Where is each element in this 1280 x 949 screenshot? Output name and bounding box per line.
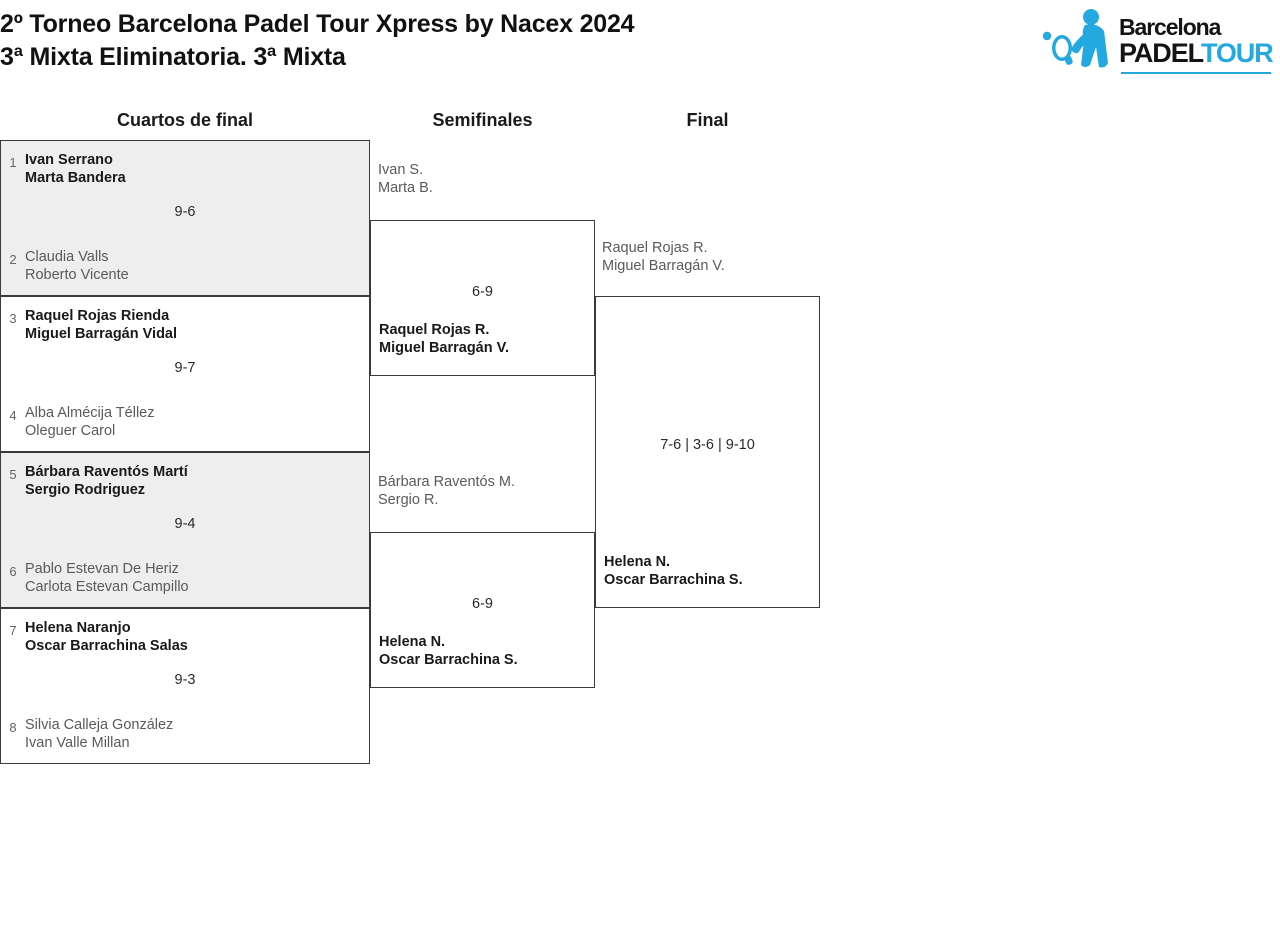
player-name: Ivan Serrano [25,152,113,168]
player-name: Claudia Valls [25,249,109,265]
player-name: Roberto Vicente [25,267,129,283]
player-name: Bárbara Raventós Martí [25,464,188,480]
match-quarterfinal-1[interactable]: 1 Ivan Serrano Marta Bandera 9-6 2 Claud… [0,140,370,296]
match-semifinal-2[interactable]: 6-9 Helena N. Oscar Barrachina S. [370,532,595,688]
team-row[interactable]: 3 Raquel Rojas Rienda Miguel Barragán Vi… [1,303,369,343]
match-score: 9-4 [174,516,196,532]
tournament-title-line-2: 3ª Mixta Eliminatoria. 3ª Mixta [0,43,346,71]
page-title: 2º Torneo Barcelona Padel Tour Xpress by… [0,8,900,74]
team-players: Helena N. Oscar Barrachina S. [371,629,594,669]
logo-padeltour-text: PADELTOUR [1119,38,1274,68]
match-score: 6-9 [472,596,493,612]
player-name: Silvia Calleja González [25,717,174,733]
player-name: Sergio R. [378,492,439,508]
team-players: Pablo Estevan De Heriz Carlota Estevan C… [25,556,369,596]
team-players: Claudia Valls Roberto Vicente [25,244,369,284]
player-name: Raquel Rojas R. [602,240,708,256]
player-name: Ivan Valle Millan [25,735,130,751]
semifinal-2-top-entrant: Bárbara Raventós M. Sergio R. [378,473,515,509]
final-top-entrant: Raquel Rojas R. Miguel Barragán V. [602,239,725,275]
seed-number: 1 [9,155,17,170]
player-name: Ivan S. [378,162,424,178]
match-score: 9-6 [174,204,196,220]
player-name: Helena N. [604,554,671,570]
seed-number: 4 [9,408,17,423]
player-name: Helena Naranjo [25,620,131,636]
player-name: Raquel Rojas Rienda [25,308,170,324]
team-row[interactable]: 2 Claudia Valls Roberto Vicente [1,244,369,284]
player-name: Sergio Rodriguez [25,482,146,498]
team-players: Raquel Rojas Rienda Miguel Barragán Vida… [25,303,369,343]
player-name: Oscar Barrachina S. [604,572,743,588]
team-row[interactable]: Helena N. Oscar Barrachina S. [371,629,594,669]
player-name: Carlota Estevan Campillo [25,579,189,595]
team-row[interactable]: 8 Silvia Calleja González Ivan Valle Mil… [1,712,369,752]
player-name: Miguel Barragán Vidal [25,326,178,342]
team-row[interactable]: 4 Alba Almécija Téllez Oleguer Carol [1,400,369,440]
logo-underline-rule [1121,72,1271,74]
team-row[interactable]: 6 Pablo Estevan De Heriz Carlota Estevan… [1,556,369,596]
semifinal-1-top-entrant: Ivan S. Marta B. [378,161,433,197]
team-players: Alba Almécija Téllez Oleguer Carol [25,400,369,440]
player-name: Miguel Barragán V. [379,340,510,356]
match-score: 9-3 [174,672,196,688]
player-name: Raquel Rojas R. [379,322,490,338]
player-name: Oleguer Carol [25,423,116,439]
team-row[interactable]: 7 Helena Naranjo Oscar Barrachina Salas [1,615,369,655]
player-name: Helena N. [379,634,446,650]
padel-player-silhouette-icon [1041,6,1119,74]
seed-number: 7 [9,623,17,638]
round-header-final: Final [686,110,729,130]
round-header-quarterfinals: Cuartos de final [116,110,254,130]
team-row[interactable]: Helena N. Oscar Barrachina S. [596,549,819,589]
player-name: Marta Bandera [25,170,126,186]
team-players: Ivan Serrano Marta Bandera [25,147,369,187]
logo-wordmark: Barcelona PADELTOUR [1119,14,1274,68]
player-name: Alba Almécija Téllez [25,405,155,421]
player-name: Oscar Barrachina Salas [25,638,188,654]
team-players: Bárbara Raventós Martí Sergio Rodriguez [25,459,369,499]
match-quarterfinal-4[interactable]: 7 Helena Naranjo Oscar Barrachina Salas … [0,608,370,764]
seed-number: 2 [9,252,17,267]
player-name: Pablo Estevan De Heriz [25,561,179,577]
logo-tour-text: TOUR [1201,38,1274,68]
seed-number: 8 [9,720,17,735]
tournament-title-line-1: 2º Torneo Barcelona Padel Tour Xpress by… [0,10,635,38]
page-header: 2º Torneo Barcelona Padel Tour Xpress by… [0,0,1280,90]
team-players: Helena Naranjo Oscar Barrachina Salas [25,615,369,655]
seed-number: 5 [9,467,17,482]
logo-padel-text: PADEL [1119,38,1202,68]
barcelona-padel-tour-logo: Barcelona PADELTOUR [1041,6,1274,78]
match-final[interactable]: 7-6 | 3-6 | 9-10 Helena N. Oscar Barrach… [595,296,820,608]
player-name: Miguel Barragán V. [602,258,725,274]
match-quarterfinal-2[interactable]: 3 Raquel Rojas Rienda Miguel Barragán Vi… [0,296,370,452]
player-name: Oscar Barrachina S. [379,652,518,668]
match-semifinal-1[interactable]: 6-9 Raquel Rojas R. Miguel Barragán V. [370,220,595,376]
team-row[interactable]: 5 Bárbara Raventós Martí Sergio Rodrigue… [1,459,369,499]
seed-number: 3 [9,311,17,326]
seed-number: 6 [9,564,17,579]
logo-barcelona-text: Barcelona [1119,14,1221,40]
team-players: Raquel Rojas R. Miguel Barragán V. [371,317,594,357]
match-score: 9-7 [174,360,196,376]
team-row[interactable]: 1 Ivan Serrano Marta Bandera [1,147,369,187]
match-quarterfinal-3[interactable]: 5 Bárbara Raventós Martí Sergio Rodrigue… [0,452,370,608]
team-players: Helena N. Oscar Barrachina S. [596,549,819,589]
match-score: 7-6 | 3-6 | 9-10 [660,437,755,453]
team-players: Silvia Calleja González Ivan Valle Milla… [25,712,369,752]
round-header-semifinals: Semifinales [432,110,533,130]
team-row[interactable]: Raquel Rojas R. Miguel Barragán V. [371,317,594,357]
player-name: Bárbara Raventós M. [378,474,516,490]
player-name: Marta B. [378,180,433,196]
match-score: 6-9 [472,284,493,300]
